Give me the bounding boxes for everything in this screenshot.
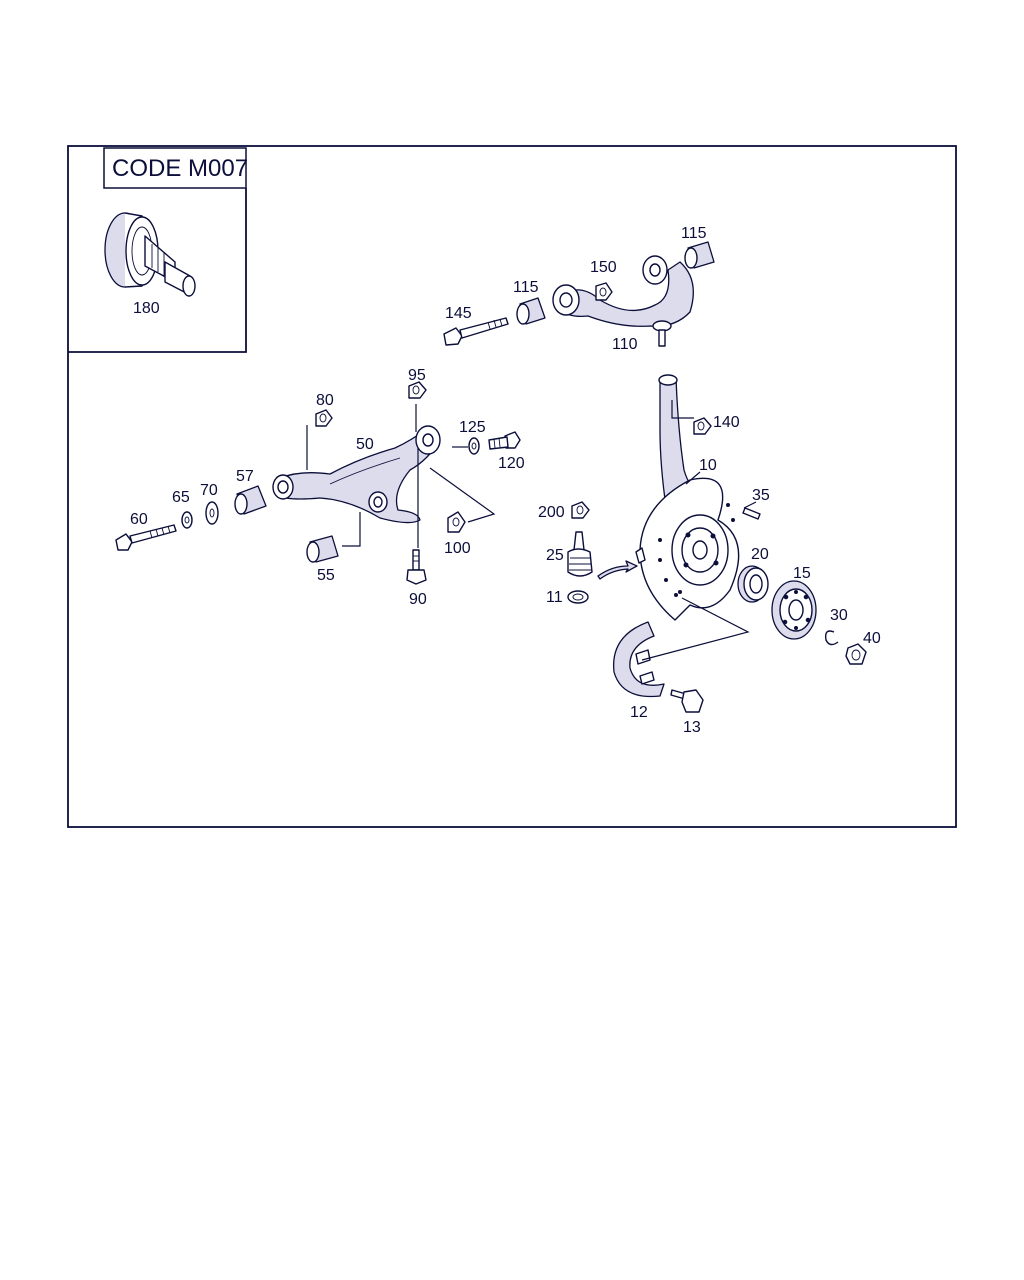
axle-joint-drawing	[104, 212, 196, 297]
nut-150-drawing	[595, 282, 613, 301]
bushing-57-drawing	[234, 485, 267, 515]
bolt-120-drawing	[488, 431, 521, 450]
callout-13: 13	[683, 719, 701, 736]
nut-140-drawing	[693, 417, 712, 435]
code-box: CODE M007 180	[68, 147, 248, 353]
callout-55: 55	[317, 567, 335, 584]
pin-35-drawing	[742, 507, 761, 520]
code-label-box	[103, 147, 247, 189]
bolt-60-drawing	[115, 524, 177, 551]
bushing-55-drawing	[306, 535, 339, 563]
leader-12	[641, 597, 750, 661]
callout-60: 60	[130, 511, 148, 528]
callout-65: 65	[172, 489, 190, 506]
callout-20: 20	[751, 546, 769, 563]
washer-70-drawing	[205, 501, 219, 525]
callout-15: 15	[793, 565, 811, 582]
callout-150: 150	[590, 259, 617, 276]
callout-35: 35	[752, 487, 770, 504]
callout-12: 12	[630, 704, 648, 721]
callout-10: 10	[699, 457, 717, 474]
knuckle-10-drawing	[635, 374, 740, 621]
nut-40-drawing	[845, 643, 867, 665]
lower-arm-50-drawing	[272, 425, 441, 524]
bushing-115-lower-drawing	[516, 297, 546, 325]
callout-145: 145	[445, 305, 472, 322]
callout-80: 80	[316, 392, 334, 409]
callout-70: 70	[200, 482, 218, 499]
callout-25: 25	[546, 547, 564, 564]
arrow-drawing	[597, 560, 638, 580]
washer-65-drawing	[181, 511, 193, 529]
callout-100: 100	[444, 540, 471, 557]
bolt-145-drawing	[443, 317, 509, 346]
washer-125-drawing	[468, 437, 480, 455]
bolt-90-drawing	[406, 549, 427, 585]
callout-40: 40	[863, 630, 881, 647]
callout-95: 95	[408, 367, 426, 384]
circlip-30-drawing	[824, 630, 839, 646]
bearing-20-drawing	[737, 565, 769, 603]
leader-10	[685, 471, 701, 485]
callout-200: 200	[538, 504, 565, 521]
leader-35	[743, 501, 757, 509]
code-box-border	[68, 188, 247, 353]
callout-90: 90	[409, 591, 427, 608]
bolt-13-drawing	[670, 689, 704, 713]
callout-30: 30	[830, 607, 848, 624]
nut-100-drawing	[447, 511, 466, 533]
callout-110: 110	[612, 336, 638, 353]
leader-140	[671, 400, 694, 419]
hub-15-drawing	[771, 580, 817, 640]
callout-50: 50	[356, 436, 374, 453]
nut-200-drawing	[571, 501, 590, 519]
balljoint-25-drawing	[567, 531, 593, 577]
bushing-115-upper-drawing	[684, 241, 715, 269]
callout-180: 180	[133, 300, 160, 317]
upper-arm-110-drawing	[552, 255, 694, 347]
leader-55	[342, 512, 361, 547]
callout-115-lower: 115	[513, 279, 539, 296]
callout-140: 140	[713, 414, 740, 431]
shield-12-drawing	[612, 621, 665, 698]
callout-57: 57	[236, 468, 254, 485]
nut-95-drawing	[408, 381, 427, 399]
diagram-frame	[67, 145, 957, 828]
ring-11-drawing	[567, 590, 589, 604]
callout-11: 11	[546, 589, 563, 606]
callout-115-upper: 115	[681, 225, 707, 242]
code-label: CODE M007	[112, 155, 248, 182]
leader-100-a	[429, 467, 496, 523]
callout-125: 125	[459, 419, 486, 436]
nut-80-drawing	[315, 409, 333, 427]
callout-120: 120	[498, 455, 525, 472]
